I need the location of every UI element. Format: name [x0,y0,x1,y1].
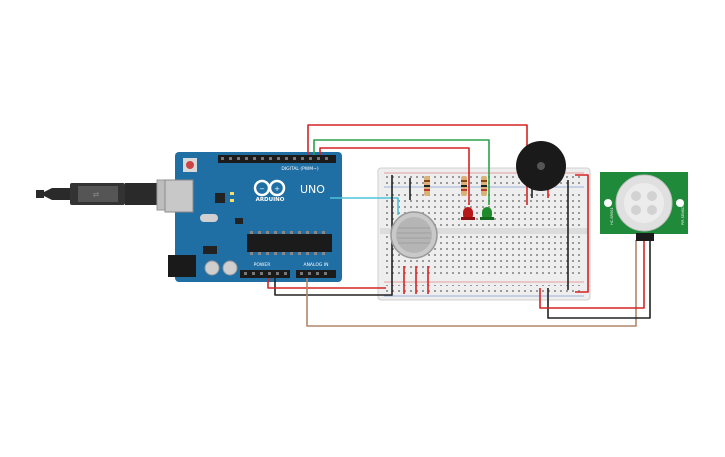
svg-text:⇌: ⇌ [93,190,100,199]
power-header [240,270,290,278]
pir-label-left: HC-SR501 [610,207,614,225]
digital-label: DIGITAL (PWM~) [281,166,319,172]
green-led [480,207,494,220]
arduino-model: UNO [300,183,325,196]
analog-label: ANALOG IN [303,262,328,268]
pir-sensor: HC-SR501 PIR SENSOR [600,172,688,241]
arduino-logo-icon: − + [253,179,286,197]
resistors [424,176,487,196]
arduino-brand: ARDUINO [256,197,285,203]
red-led [461,207,475,220]
gas-sensor [390,211,438,259]
svg-text:−: − [259,185,265,193]
svg-text:+: + [274,185,280,193]
arduino-uno: − + ARDUINO UNO DIGITAL (PWM~) POWER ANA… [164,152,342,282]
power-label: POWER [254,262,271,268]
piezo-buzzer [516,141,566,191]
pir-label-right: PIR SENSOR [681,203,685,225]
